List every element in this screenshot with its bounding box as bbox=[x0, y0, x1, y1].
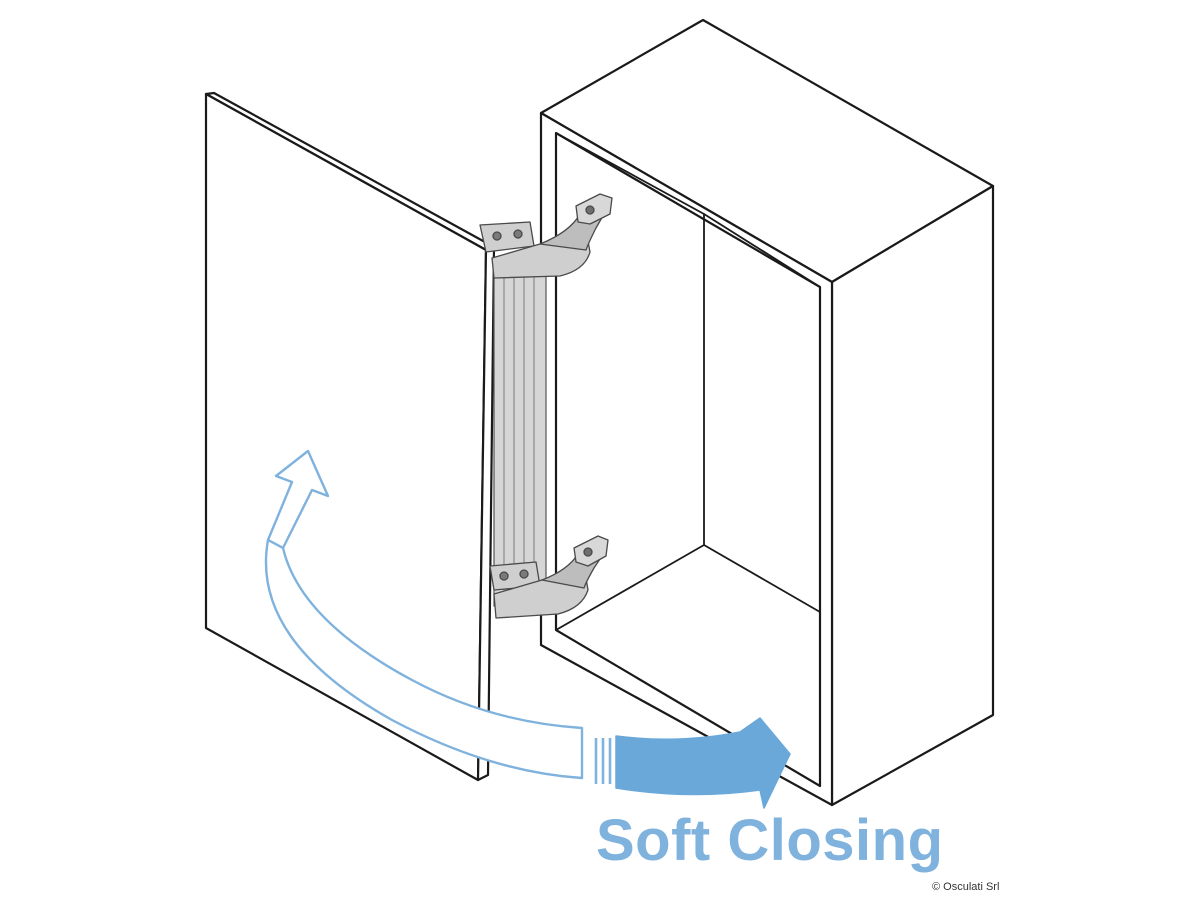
arrow-solid-head bbox=[615, 717, 791, 809]
cabinet-icon bbox=[539, 18, 995, 807]
bottom-hinge-icon bbox=[489, 535, 609, 619]
cabinet-back-bottom-edge bbox=[703, 544, 821, 613]
cabinet-side-face bbox=[830, 184, 995, 807]
hinge-rail bbox=[493, 261, 547, 607]
top-hinge-icon bbox=[479, 193, 613, 279]
soft-closing-caption: Soft Closing bbox=[596, 808, 944, 873]
cabinet-opening bbox=[554, 131, 822, 788]
arrow-outline-band bbox=[264, 538, 584, 780]
cabinet-back-left-edge bbox=[555, 132, 705, 631]
arrow-outline-head bbox=[266, 449, 330, 550]
cabinet-back-top-edge bbox=[703, 213, 821, 288]
curved-closing-arrow-icon bbox=[264, 449, 791, 809]
copyright-credit: © Osculati Srl bbox=[932, 881, 1000, 893]
